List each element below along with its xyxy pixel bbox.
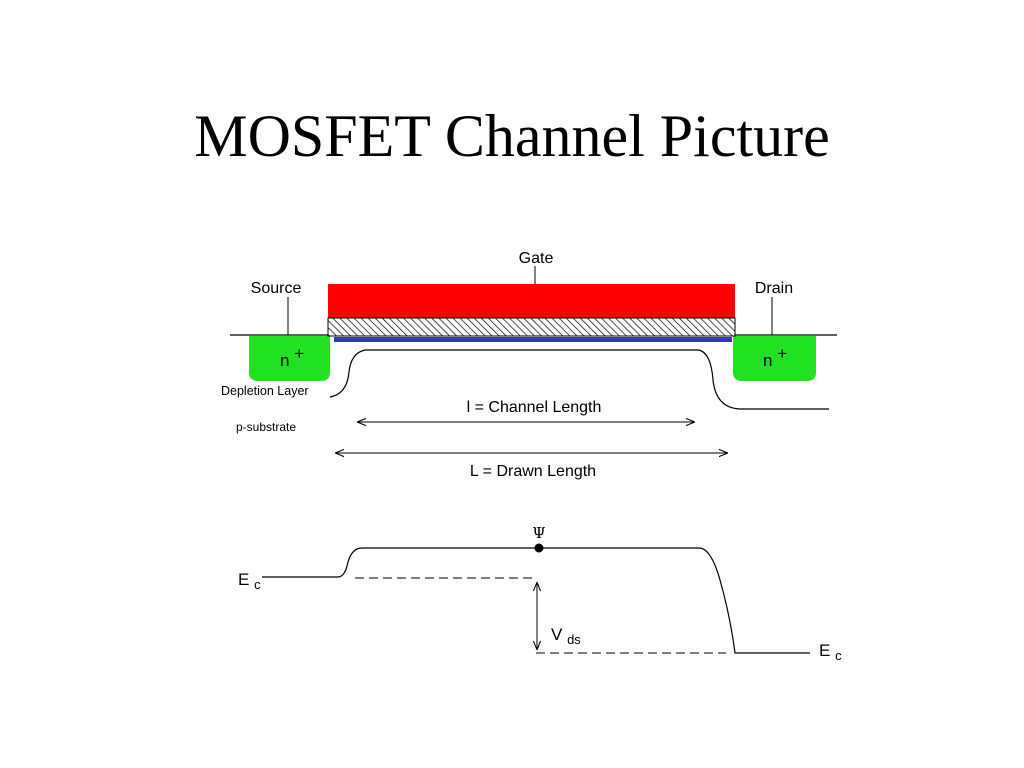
gate-oxide	[327, 317, 736, 337]
depletion-boundary-left	[329, 349, 366, 398]
drain-plus-text: +	[777, 344, 787, 363]
drawn-length-label: L = Drawn Length	[470, 463, 596, 480]
depletion-layer-label: Depletion Layer	[221, 384, 309, 398]
vds-main: V	[551, 625, 563, 644]
vds-label: V ds	[551, 625, 581, 647]
source-n-plus-label: n +	[280, 344, 304, 370]
ec-left-sub: c	[254, 577, 261, 592]
source-n-plus-region	[249, 336, 330, 381]
depletion-boundary-right	[698, 349, 829, 410]
drain-n-text: n	[763, 351, 772, 370]
psi-label: Ψ	[532, 524, 545, 542]
source-n-text: n	[280, 351, 289, 370]
drain-n-plus-label: n +	[763, 344, 787, 370]
conduction-band-edge	[262, 547, 810, 654]
p-substrate-label: p-substrate	[236, 420, 296, 434]
gate-electrode	[328, 284, 735, 318]
inversion-channel	[334, 337, 732, 342]
ec-left-label: E c	[238, 570, 261, 592]
psi-point	[534, 543, 544, 553]
vds-sub: ds	[567, 632, 581, 647]
source-plus-text: +	[294, 344, 304, 363]
ec-right-label: E c	[819, 641, 842, 663]
source-label: Source	[251, 280, 302, 297]
drain-n-plus-region	[733, 336, 816, 381]
ec-left-main: E	[238, 570, 249, 589]
ec-right-sub: c	[835, 648, 842, 663]
ec-right-main: E	[819, 641, 830, 660]
gate-label: Gate	[519, 250, 554, 267]
slide-title: MOSFET Channel Picture	[194, 103, 830, 169]
channel-length-label: l = Channel Length	[467, 399, 602, 416]
drain-label: Drain	[755, 280, 793, 297]
